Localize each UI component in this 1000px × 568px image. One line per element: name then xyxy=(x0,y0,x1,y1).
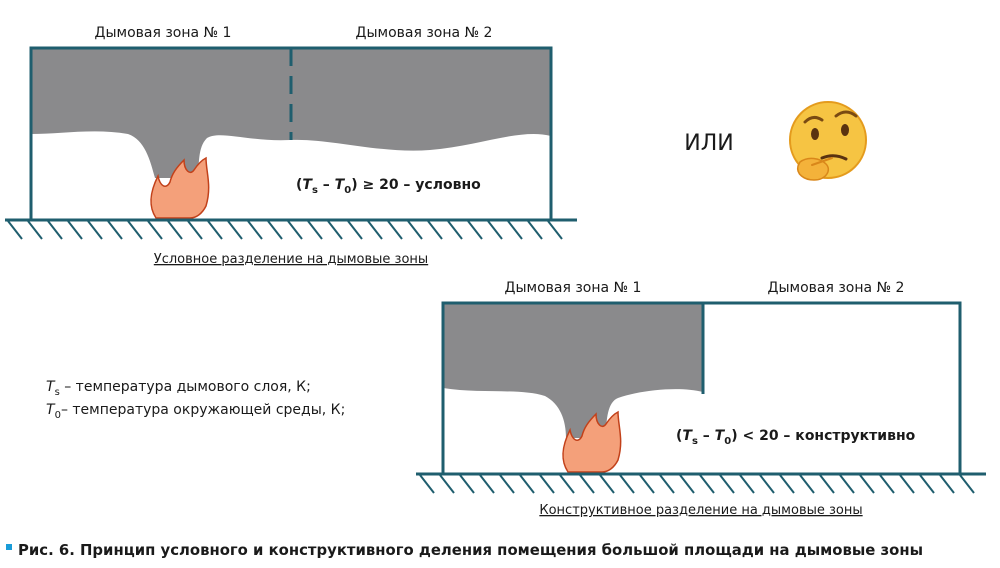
top-zone2-label: Дымовая зона № 2 xyxy=(356,25,493,41)
top-hatch-line xyxy=(67,220,83,240)
bottom-hatch-line xyxy=(659,474,675,494)
top-hatch-line xyxy=(87,220,103,240)
top-hatch-line xyxy=(167,220,183,240)
bottom-hatch-line xyxy=(439,474,455,494)
top-hatch-line xyxy=(347,220,363,240)
top-caption: Условное разделение на дымовые зоны xyxy=(154,252,428,267)
bottom-formula: (Ts – T0) < 20 – конструктивно xyxy=(676,428,916,447)
bottom-hatch-line xyxy=(539,474,555,494)
top-hatch-line xyxy=(47,220,63,240)
bottom-hatch-line xyxy=(619,474,635,494)
bottom-hatch-line xyxy=(939,474,955,494)
bottom-hatch-line xyxy=(459,474,475,494)
top-hatch-line xyxy=(487,220,503,240)
bottom-hatch-line xyxy=(779,474,795,494)
bottom-floor-hatching xyxy=(419,474,975,494)
bottom-hatch-line xyxy=(839,474,855,494)
bottom-zone1-label: Дымовая зона № 1 xyxy=(505,280,642,296)
top-zone1-label: Дымовая зона № 1 xyxy=(95,25,232,41)
caption-bullet-icon xyxy=(6,544,12,550)
bottom-hatch-line xyxy=(599,474,615,494)
top-hatch-line xyxy=(267,220,283,240)
legend: Ts – температура дымового слоя, К; T0– т… xyxy=(46,379,345,421)
top-hatch-line xyxy=(307,220,323,240)
top-hatch-line xyxy=(207,220,223,240)
bottom-hatch-line xyxy=(719,474,735,494)
top-hatch-line xyxy=(367,220,383,240)
top-hatch-line xyxy=(327,220,343,240)
bottom-hatch-line xyxy=(899,474,915,494)
top-hatch-line xyxy=(107,220,123,240)
top-hatch-line xyxy=(127,220,143,240)
top-hatch-line xyxy=(187,220,203,240)
bottom-hatch-line xyxy=(479,474,495,494)
bottom-hatch-line xyxy=(759,474,775,494)
top-diagram: Дымовая зона № 1 Дымовая зона № 2 (Ts – … xyxy=(5,25,577,267)
top-floor-hatching xyxy=(7,220,563,240)
bottom-hatch-line xyxy=(499,474,515,494)
bottom-hatch-line xyxy=(819,474,835,494)
top-hatch-line xyxy=(507,220,523,240)
bottom-diagram: Дымовая зона № 1 Дымовая зона № 2 (Ts – … xyxy=(416,280,986,518)
bottom-hatch-line xyxy=(679,474,695,494)
bottom-hatch-line xyxy=(559,474,575,494)
figure-caption: Рис. 6. Принцип условного и конструктивн… xyxy=(18,541,923,559)
bottom-flame xyxy=(562,410,622,473)
bottom-zone2-label: Дымовая зона № 2 xyxy=(768,280,905,296)
or-label: ИЛИ xyxy=(684,131,733,156)
bottom-hatch-line xyxy=(879,474,895,494)
bottom-hatch-line xyxy=(959,474,975,494)
bottom-hatch-line xyxy=(739,474,755,494)
bottom-hatch-line xyxy=(639,474,655,494)
top-hatch-line xyxy=(547,220,563,240)
top-flame xyxy=(150,156,210,219)
top-hatch-line xyxy=(147,220,163,240)
top-hatch-line xyxy=(467,220,483,240)
top-hatch-line xyxy=(527,220,543,240)
bottom-hatch-line xyxy=(699,474,715,494)
top-formula: (Ts – T0) ≥ 20 – условно xyxy=(296,177,481,196)
top-hatch-line xyxy=(287,220,303,240)
top-hatch-line xyxy=(447,220,463,240)
bottom-hatch-line xyxy=(579,474,595,494)
bottom-hatch-line xyxy=(419,474,435,494)
top-hatch-line xyxy=(427,220,443,240)
legend-ts: Ts – температура дымового слоя, К; xyxy=(46,379,311,398)
bottom-hatch-line xyxy=(799,474,815,494)
thinking-face-emoji-icon xyxy=(789,101,867,181)
top-hatch-line xyxy=(247,220,263,240)
top-hatch-line xyxy=(407,220,423,240)
bottom-smoke-layer xyxy=(443,303,703,438)
top-hatch-line xyxy=(227,220,243,240)
top-hatch-line xyxy=(387,220,403,240)
bottom-caption: Конструктивное разделение на дымовые зон… xyxy=(539,503,862,518)
bottom-hatch-line xyxy=(919,474,935,494)
top-hatch-line xyxy=(7,220,23,240)
bottom-hatch-line xyxy=(519,474,535,494)
bottom-hatch-line xyxy=(859,474,875,494)
legend-t0: T0– температура окружающей среды, К; xyxy=(46,402,345,421)
top-hatch-line xyxy=(27,220,43,240)
